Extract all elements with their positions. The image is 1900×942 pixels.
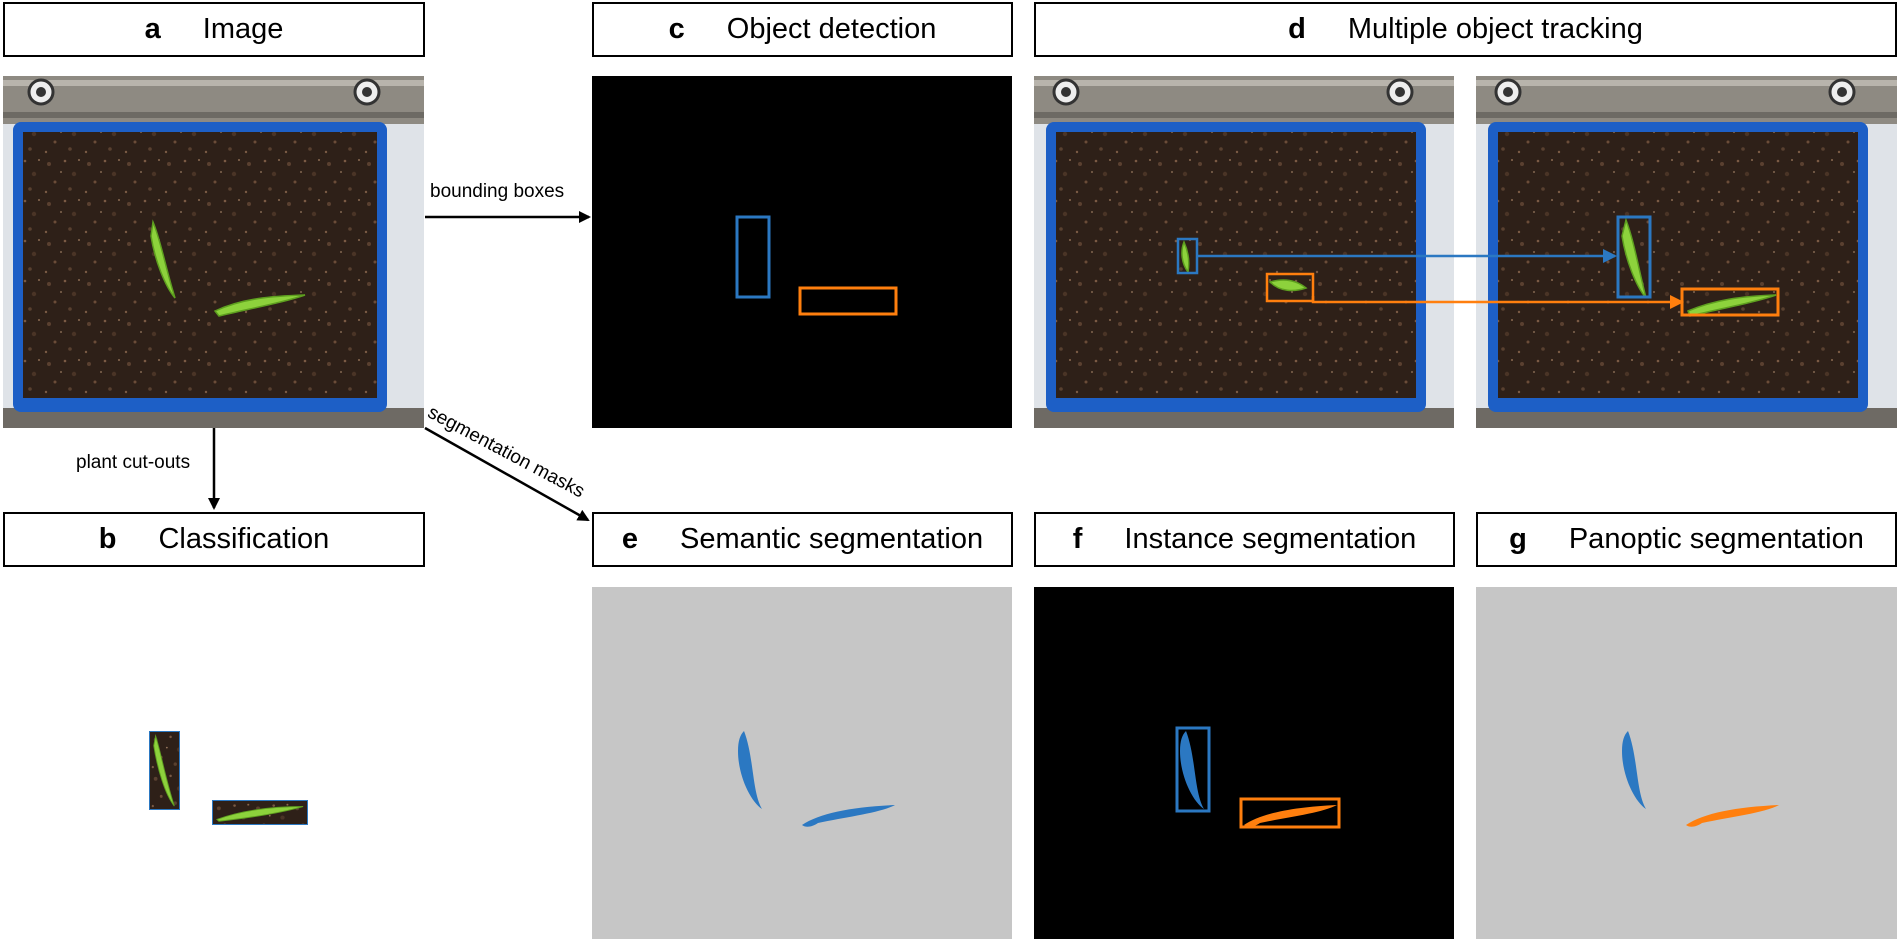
panel-e-letter: e bbox=[621, 523, 639, 555]
fan-icon bbox=[1828, 78, 1856, 106]
panel-d-letter: d bbox=[1288, 13, 1306, 45]
panel-e-label: Semantic segmentation bbox=[680, 523, 984, 555]
fan-icon bbox=[353, 78, 381, 106]
plant-mask-1 bbox=[738, 731, 762, 809]
panel-g-title: g Panoptic segmentation bbox=[1476, 512, 1897, 567]
bounding-box-plant-2 bbox=[798, 286, 898, 316]
fan-icon bbox=[1386, 78, 1414, 106]
track-box-plant-2 bbox=[1265, 272, 1315, 303]
panel-g-label: Panoptic segmentation bbox=[1568, 523, 1864, 555]
panel-c-title: c Object detection bbox=[592, 2, 1013, 57]
instance-box-2 bbox=[1239, 797, 1341, 829]
fan-icon bbox=[1494, 78, 1522, 106]
tray-photo-a bbox=[3, 76, 424, 428]
panel-c-label: Object detection bbox=[726, 13, 937, 45]
panoptic-mask-1 bbox=[1622, 731, 1646, 809]
panel-f-letter: f bbox=[1072, 523, 1083, 555]
cutout-plant-2 bbox=[212, 800, 308, 825]
tracking-frame-1 bbox=[1034, 76, 1454, 428]
panel-a-letter: a bbox=[144, 13, 161, 45]
fan-icon bbox=[1052, 78, 1080, 106]
tracking-frame-2 bbox=[1476, 76, 1897, 428]
cutout-plant-1 bbox=[149, 731, 180, 810]
panel-d-title: d Multiple object tracking bbox=[1034, 2, 1897, 57]
instance-box-1 bbox=[1175, 726, 1211, 813]
panel-b-label: Classification bbox=[158, 523, 330, 555]
plant-mask-2 bbox=[802, 805, 895, 827]
panel-g-letter: g bbox=[1509, 523, 1527, 555]
label-plant-cutouts: plant cut-outs bbox=[76, 452, 191, 473]
panoptic-mask-canvas bbox=[1476, 587, 1897, 939]
panel-d-label: Multiple object tracking bbox=[1347, 13, 1643, 45]
panel-f-title: f Instance segmentation bbox=[1034, 512, 1455, 567]
panel-a-label: Image bbox=[202, 13, 284, 45]
instance-mask-1 bbox=[1180, 731, 1204, 809]
panel-b-letter: b bbox=[98, 523, 117, 555]
fan-icon bbox=[27, 78, 55, 106]
instance-mask-canvas bbox=[1034, 587, 1454, 939]
detection-canvas bbox=[592, 76, 1012, 428]
semantic-mask-canvas bbox=[592, 587, 1012, 939]
panel-f-label: Instance segmentation bbox=[1124, 523, 1417, 555]
panel-e-title: e Semantic segmentation bbox=[592, 512, 1013, 567]
panel-b-title: b Classification bbox=[3, 512, 425, 567]
panel-a-title: a Image bbox=[3, 2, 425, 57]
instance-mask-2 bbox=[1244, 805, 1337, 827]
bounding-box-plant-1 bbox=[735, 215, 771, 299]
label-segmentation-masks: segmentation masks bbox=[424, 402, 588, 503]
panoptic-mask-2 bbox=[1686, 805, 1779, 827]
label-bounding-boxes: bounding boxes bbox=[430, 181, 565, 202]
panel-c-letter: c bbox=[668, 13, 685, 45]
